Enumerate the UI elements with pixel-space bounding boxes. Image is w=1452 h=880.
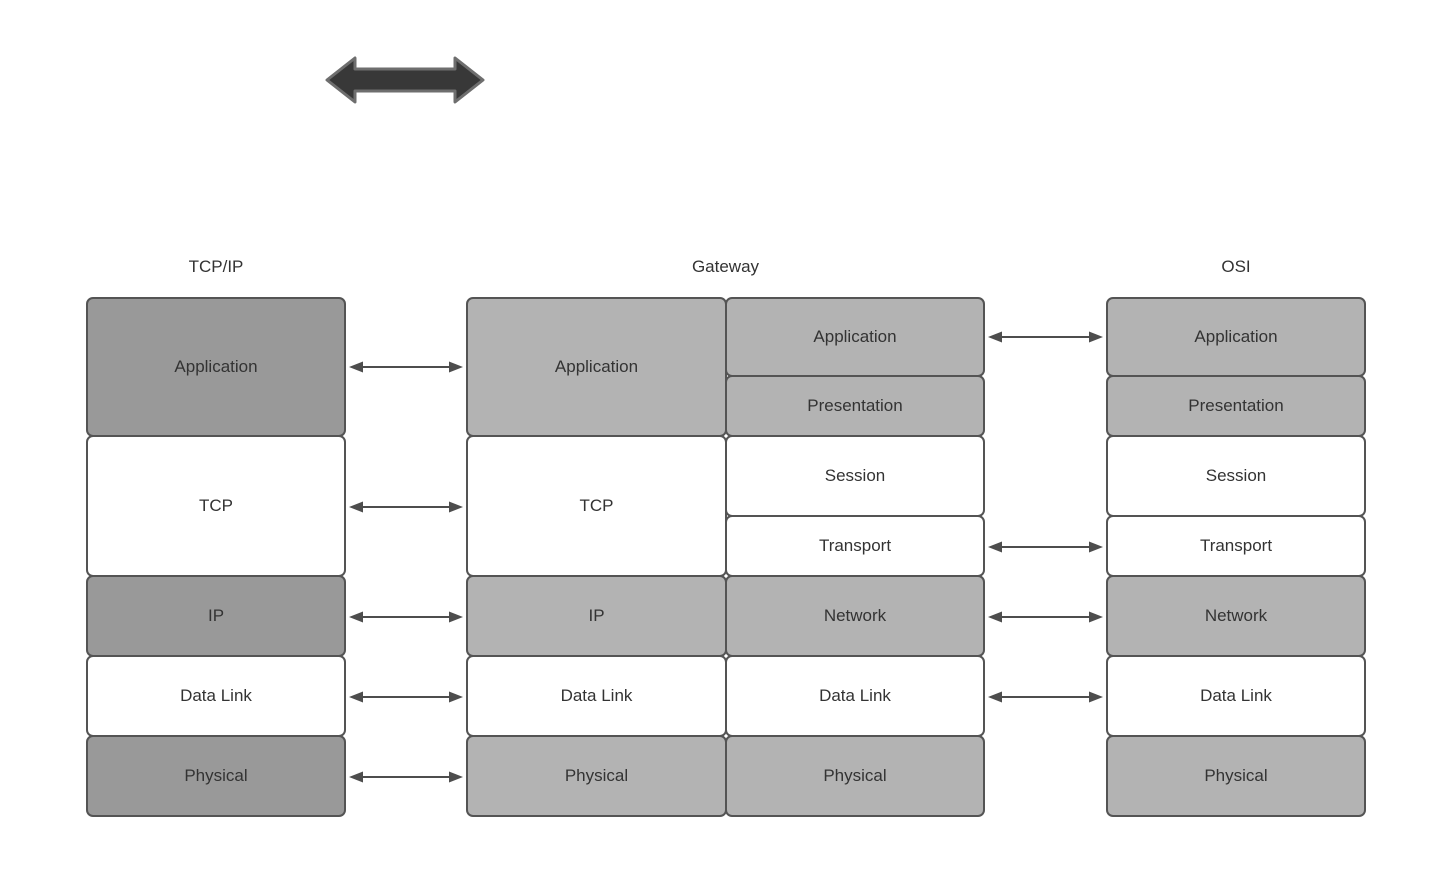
- tcpip-column-header: TCP/IP: [188, 257, 244, 276]
- osi-layer-transport: Transport: [1106, 515, 1366, 577]
- tcpip-layer-tcp: TCP: [86, 435, 346, 577]
- gateway-right-datalink: Data Link: [725, 655, 985, 737]
- arrow-tcpip-gateway-tcp: [349, 501, 463, 513]
- osi-layer-network: Network: [1106, 575, 1366, 657]
- arrow-tcpip-gateway-physical: [349, 771, 463, 783]
- arrow-gateway-osi-transport: [988, 541, 1103, 553]
- arrow-tcpip-gateway-datalink: [349, 691, 463, 703]
- tcpip-layer-application: Application: [86, 297, 346, 437]
- tcpip-layer-datalink: Data Link: [86, 655, 346, 737]
- gateway-left-ip: IP: [466, 575, 727, 657]
- gateway-left-datalink: Data Link: [466, 655, 727, 737]
- osi-layer-application: Application: [1106, 297, 1366, 377]
- gateway-left-tcp: TCP: [466, 435, 727, 577]
- gateway-right-presentation: Presentation: [725, 375, 985, 437]
- gateway-right-network: Network: [725, 575, 985, 657]
- tcpip-layer-ip: IP: [86, 575, 346, 657]
- arrow-gateway-osi-application: [988, 331, 1103, 343]
- gateway-left-physical: Physical: [466, 735, 727, 817]
- gateway-right-application: Application: [725, 297, 985, 377]
- osi-layer-physical: Physical: [1106, 735, 1366, 817]
- osi-layer-datalink: Data Link: [1106, 655, 1366, 737]
- gateway-left-application: Application: [466, 297, 727, 437]
- gateway-column-header: Gateway: [691, 257, 760, 276]
- osi-column-header: OSI: [1221, 257, 1251, 276]
- osi-layer-presentation: Presentation: [1106, 375, 1366, 437]
- gateway-right-transport: Transport: [725, 515, 985, 577]
- double-arrow-icon: [325, 56, 485, 104]
- gateway-right-physical: Physical: [725, 735, 985, 817]
- arrow-tcpip-gateway-application: [349, 361, 463, 373]
- arrow-tcpip-gateway-ip: [349, 611, 463, 623]
- arrow-gateway-osi-datalink: [988, 691, 1103, 703]
- arrow-gateway-osi-network: [988, 611, 1103, 623]
- gateway-right-session: Session: [725, 435, 985, 517]
- osi-layer-session: Session: [1106, 435, 1366, 517]
- tcpip-layer-physical: Physical: [86, 735, 346, 817]
